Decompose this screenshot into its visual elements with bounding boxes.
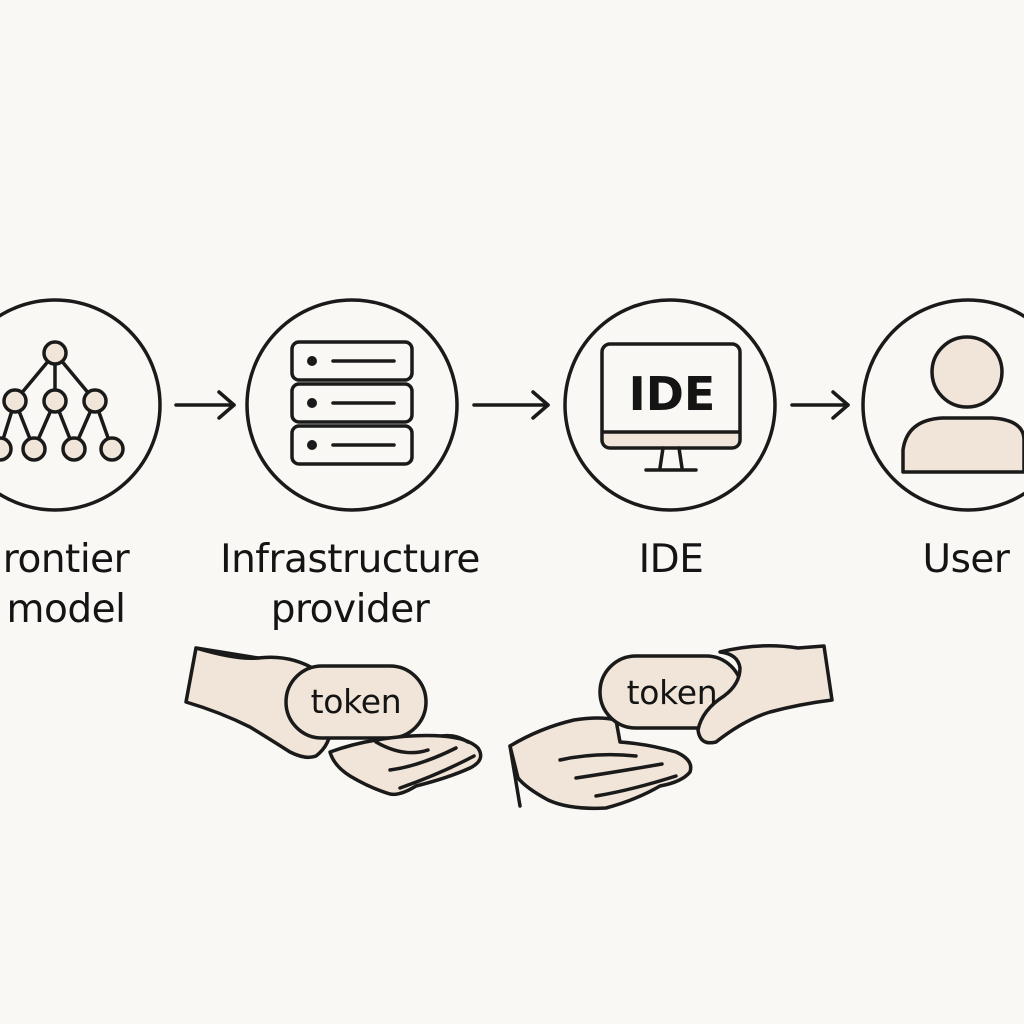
server-stack-icon xyxy=(290,340,414,466)
frontier-model-label-line-2: model xyxy=(6,587,126,632)
neural-network-icon xyxy=(0,340,125,462)
frontier-model-node xyxy=(0,298,162,512)
frontier-model-label-line-1: rontier xyxy=(2,537,130,582)
frontier-model-circle xyxy=(0,298,162,512)
token-right-text: token xyxy=(626,673,718,712)
giving-hand-left-icon xyxy=(184,646,333,760)
infrastructure-label-line-1: Infrastructure xyxy=(220,537,480,582)
handoff-right xyxy=(508,644,834,811)
arrow-1 xyxy=(174,390,236,420)
ide-screen-text: IDE xyxy=(628,367,716,421)
ide-label-line-1: IDE xyxy=(638,537,704,582)
user-icon xyxy=(901,335,1024,474)
user-circle xyxy=(861,298,1024,512)
infrastructure-node xyxy=(245,298,459,512)
infrastructure-label: Infrastructure provider xyxy=(200,535,500,635)
infrastructure-circle xyxy=(245,298,459,512)
user-label-line-1: User xyxy=(922,537,1010,582)
user-node xyxy=(861,298,1024,512)
user-label: User xyxy=(866,535,1024,585)
receiving-hand-left-icon xyxy=(328,733,483,797)
token-left-text: token xyxy=(310,682,402,721)
handoff-left xyxy=(184,646,483,797)
infrastructure-label-line-2: provider xyxy=(270,587,430,632)
monitor-icon xyxy=(600,342,742,472)
frontier-model-label: rontier model xyxy=(0,535,186,635)
arrow-3 xyxy=(790,390,850,420)
token-left-oval xyxy=(284,664,428,740)
giving-hand-right-icon xyxy=(696,644,834,745)
ide-circle xyxy=(563,298,777,512)
arrow-2 xyxy=(472,390,550,420)
receiving-hand-right-icon xyxy=(508,716,693,811)
ide-label: IDE xyxy=(571,535,771,585)
ide-node xyxy=(563,298,777,512)
